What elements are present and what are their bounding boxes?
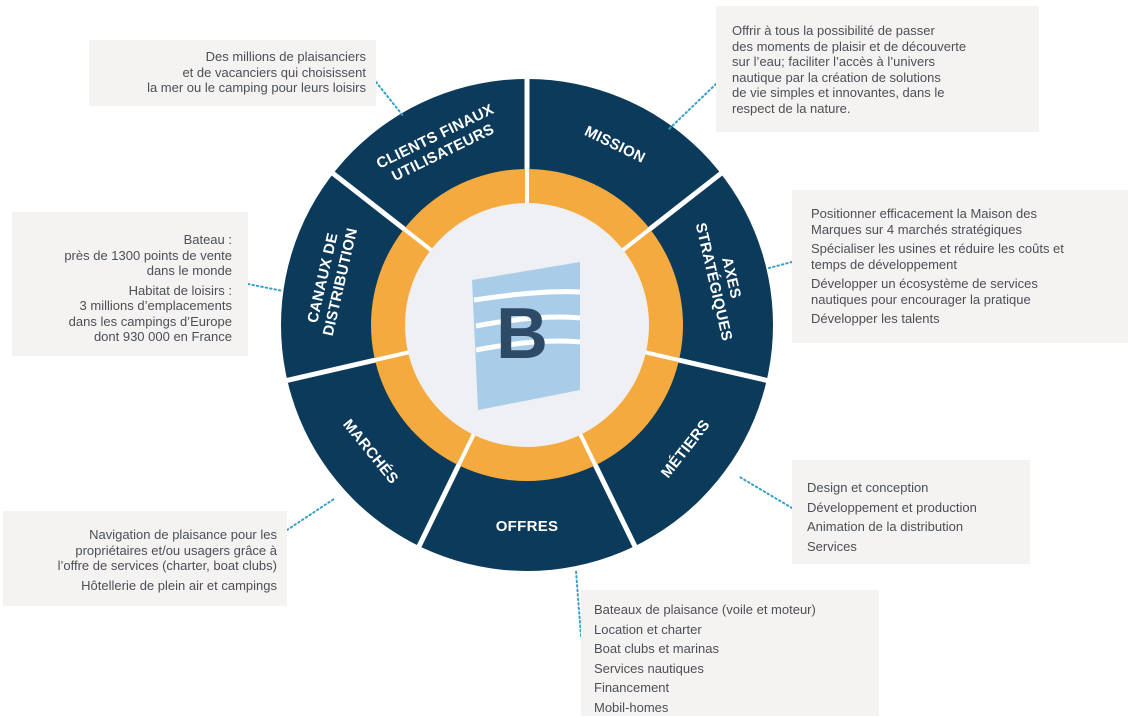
note-axes: Positionner efficacement la Maison des M… — [792, 190, 1128, 343]
note-line: Navigation de plaisance pour les — [89, 527, 277, 542]
note-line: Développer un écosystème de services — [811, 276, 1038, 291]
note-line: Développer les talents — [811, 311, 940, 326]
dotted-connector — [287, 499, 334, 530]
dotted-connector — [738, 476, 792, 508]
note-metiers: Design et conception Développement et pr… — [792, 460, 1030, 564]
note-line: Financement — [594, 678, 871, 698]
note-line: temps de développement — [811, 257, 957, 272]
note-line: Bateau : — [184, 232, 232, 247]
logo-letter: B — [496, 294, 548, 374]
note-line: Design et conception — [807, 478, 1022, 498]
note-line: Services — [807, 537, 1022, 557]
note-line: Habitat de loisirs : — [129, 283, 232, 298]
note-line: des moments de plaisir et de découverte — [732, 39, 1029, 55]
note-offres: Bateaux de plaisance (voile et moteur) L… — [581, 590, 879, 716]
note-line: Mobil-homes — [594, 698, 871, 717]
note-line: 3 millions d’emplacements — [80, 298, 232, 313]
company-logo: B — [472, 262, 580, 410]
note-line: sur l’eau; faciliter l’accès à l’univers — [732, 54, 1029, 70]
segment-label-offres: OFFRES — [496, 518, 559, 535]
note-line: dont 930 000 en France — [94, 329, 232, 344]
note-line: Bateaux de plaisance (voile et moteur) — [594, 600, 871, 620]
dotted-connector — [248, 284, 283, 291]
note-line: propriétaires et/ou usagers grâce à — [75, 543, 277, 558]
note-line: Marques sur 4 marchés stratégiques — [811, 222, 1022, 237]
note-line: Positionner efficacement la Maison des — [811, 206, 1037, 221]
note-line: nautique par la création de solutions — [732, 70, 1029, 86]
note-line: de vie simples et innovantes, dans le — [732, 85, 1029, 101]
note-line: et de vacanciers qui choisissent — [99, 65, 366, 81]
segment-label-line: OFFRES — [496, 518, 559, 535]
note-line: dans le monde — [147, 263, 232, 278]
dotted-connector — [769, 262, 792, 268]
note-clients: Des millions de plaisanciers et de vacan… — [89, 40, 376, 106]
note-line: Des millions de plaisanciers — [99, 49, 366, 65]
dotted-connector — [376, 82, 404, 117]
note-line: Boat clubs et marinas — [594, 639, 871, 659]
note-line: l’offre de services (charter, boat clubs… — [58, 558, 277, 573]
note-line: près de 1300 points de vente — [64, 248, 232, 263]
note-line: Animation de la distribution — [807, 517, 1022, 537]
note-mission: Offrir à tous la possibilité de passer d… — [716, 6, 1039, 132]
note-marches: Navigation de plaisance pour les proprié… — [3, 511, 287, 606]
note-line: Location et charter — [594, 620, 871, 640]
note-line: nautiques pour encourager la pratique — [811, 292, 1031, 307]
note-line: Spécialiser les usines et réduire les co… — [811, 241, 1064, 256]
note-canaux: Bateau : près de 1300 points de vente da… — [12, 212, 248, 356]
note-line: Hôtellerie de plein air et campings — [81, 578, 277, 593]
note-line: Offrir à tous la possibilité de passer — [732, 23, 1029, 39]
note-line: Développement et production — [807, 498, 1022, 518]
note-line: respect de la nature. — [732, 101, 1029, 117]
note-line: Services nautiques — [594, 659, 871, 679]
note-line: la mer ou le camping pour leurs loisirs — [99, 80, 366, 96]
dotted-connector — [668, 84, 716, 130]
note-line: dans les campings d’Europe — [69, 314, 232, 329]
